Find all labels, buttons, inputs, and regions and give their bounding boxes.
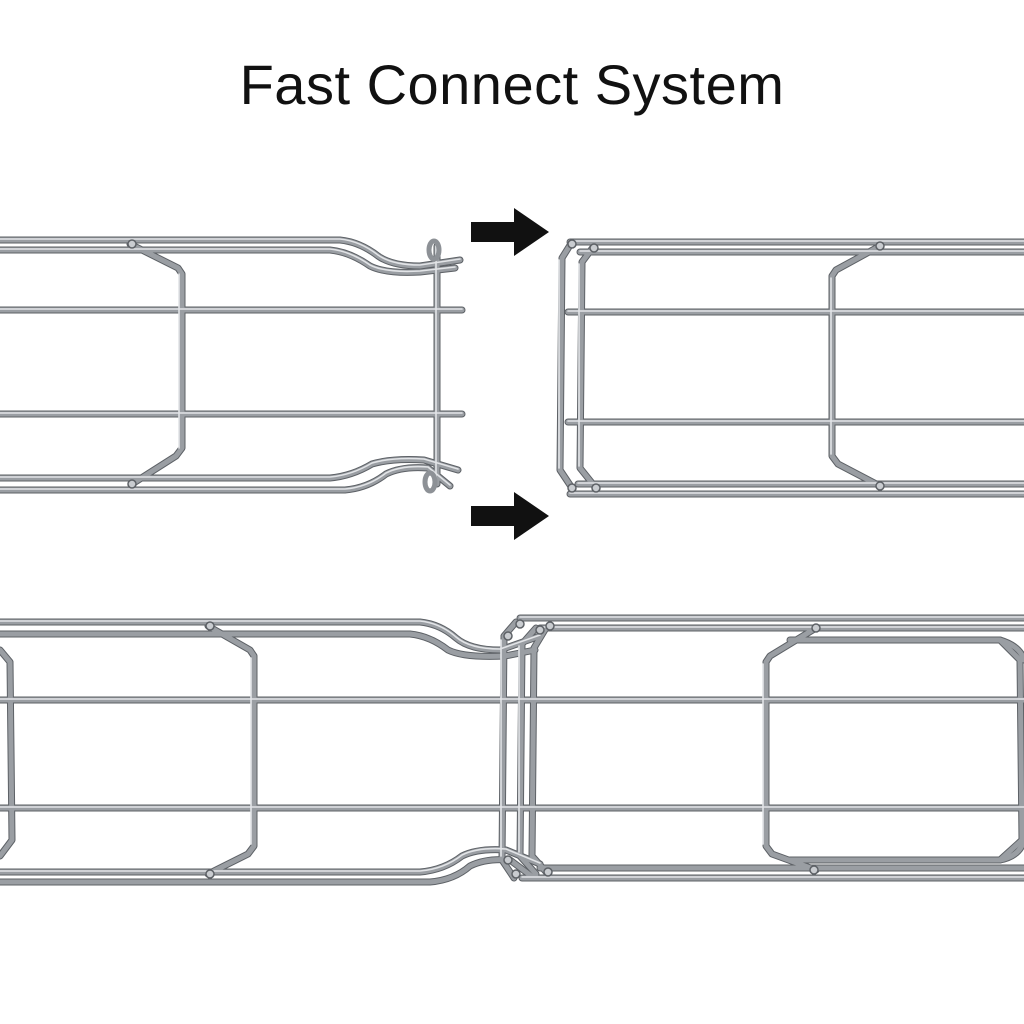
tray-section-connected (0, 614, 1024, 886)
arrow-right-icon (471, 208, 549, 256)
tray-section-left-separated (0, 236, 466, 494)
page-title: Fast Connect System (239, 53, 785, 116)
arrow-right-icon (471, 492, 549, 540)
tray-section-right-separated (556, 238, 1024, 498)
